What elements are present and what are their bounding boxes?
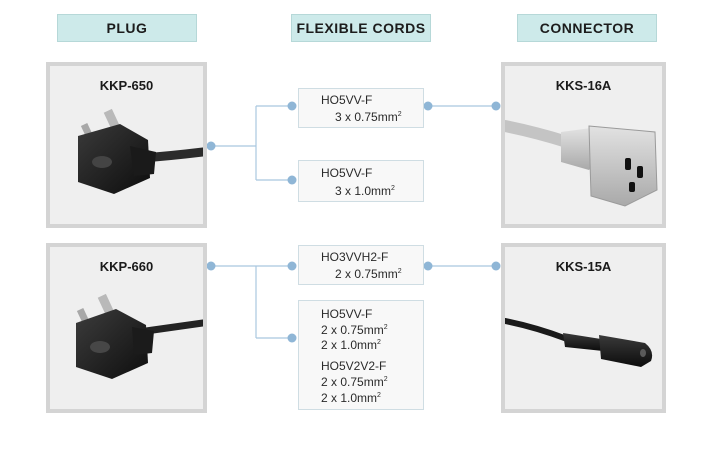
cord-type: HO5V2V2-F bbox=[321, 359, 387, 373]
junction-dot bbox=[423, 101, 433, 111]
cord-spec: 2 x 0.75mm2 bbox=[321, 375, 388, 389]
junction-dot bbox=[206, 141, 216, 151]
plug-header: PLUG bbox=[57, 14, 197, 42]
uk-plug-image bbox=[76, 293, 203, 379]
junction-dot bbox=[491, 101, 501, 111]
connector-panel-kks-15a: KKS-15A bbox=[501, 243, 666, 413]
plug-model-label: KKP-660 bbox=[99, 259, 154, 274]
connector-model-label: KKS-15A bbox=[555, 259, 612, 274]
cord-type: HO5VV-F bbox=[321, 166, 373, 180]
junction-dot bbox=[287, 261, 297, 271]
junction-dot bbox=[287, 101, 297, 111]
junction-dot bbox=[287, 333, 297, 343]
junction-dot bbox=[491, 261, 501, 271]
cord-type: HO5VV-F bbox=[321, 93, 373, 107]
cord-spec: 2 x 1.0mm2 bbox=[321, 391, 381, 405]
iec-c13-connector-image bbox=[505, 120, 658, 207]
cord-type: HO5VV-F bbox=[321, 307, 373, 321]
junction-dot bbox=[423, 261, 433, 271]
iec-c7-connector-image bbox=[505, 318, 653, 367]
cord-option-2: HO5VV-F 3 x 1.0mm2 bbox=[298, 160, 424, 202]
cord-spec: 2 x 0.75mm2 bbox=[321, 323, 388, 337]
cord-spec: 3 x 1.0mm2 bbox=[335, 184, 395, 198]
cord-option-3: HO3VVH2-F 2 x 0.75mm2 bbox=[298, 245, 424, 285]
junction-dot bbox=[287, 175, 297, 185]
cord-spec: 2 x 0.75mm2 bbox=[335, 267, 402, 281]
cord-option-1: HO5VV-F 3 x 0.75mm2 bbox=[298, 88, 424, 128]
connector-panel-kks-16a: KKS-16A bbox=[501, 62, 666, 228]
cord-option-4: HO5VV-F 2 x 0.75mm2 2 x 1.0mm2 HO5V2V2-F… bbox=[298, 300, 424, 410]
plug-panel-kkp-660: KKP-660 bbox=[46, 243, 207, 413]
plug-panel-kkp-650: KKP-650 bbox=[46, 62, 207, 228]
junction-dot bbox=[206, 261, 216, 271]
flexible-cords-header: FLEXIBLE CORDS bbox=[291, 14, 431, 42]
plug-model-label: KKP-650 bbox=[99, 78, 154, 93]
cord-spec: 2 x 1.0mm2 bbox=[321, 338, 381, 352]
connector-header: CONNECTOR bbox=[517, 14, 657, 42]
cord-spec: 3 x 0.75mm2 bbox=[335, 110, 402, 124]
uk-plug-image bbox=[78, 108, 203, 194]
cord-type: HO3VVH2-F bbox=[321, 250, 389, 264]
connector-model-label: KKS-16A bbox=[555, 78, 612, 93]
